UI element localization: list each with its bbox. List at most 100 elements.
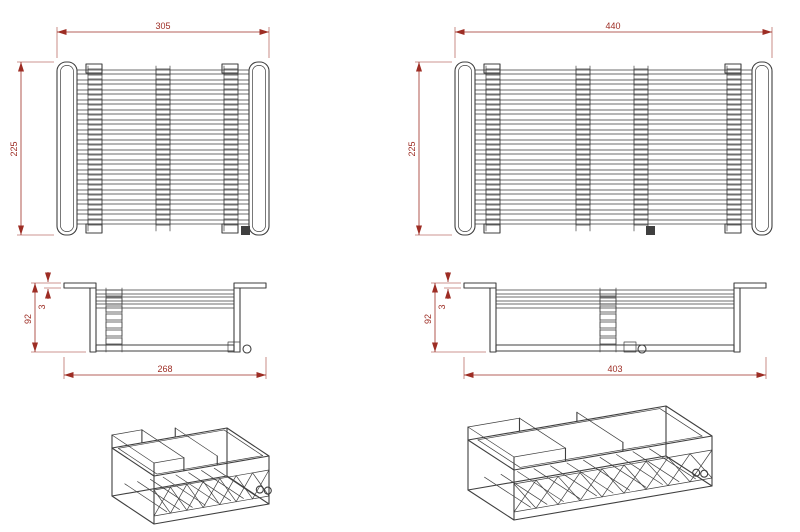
geometry — [485, 88, 501, 96]
geometry — [535, 476, 559, 509]
geometry — [474, 119, 753, 125]
geometry — [474, 139, 753, 145]
plan-view-large — [454, 61, 773, 236]
geometry — [105, 305, 123, 313]
geometry — [454, 61, 476, 236]
geometry — [667, 453, 691, 486]
geometry — [63, 282, 97, 289]
geometry — [599, 329, 617, 337]
geometry — [483, 223, 501, 234]
geometry — [726, 78, 742, 86]
geometry — [87, 218, 103, 226]
geometry — [252, 469, 270, 500]
geometry — [186, 481, 204, 511]
dim-side-large-thickness: 3 — [437, 304, 447, 309]
geometry — [485, 188, 501, 196]
geometry — [576, 411, 624, 443]
geometry — [599, 456, 647, 488]
geometry — [474, 159, 753, 165]
geometry — [575, 78, 591, 86]
geometry — [149, 478, 193, 508]
geometry — [726, 218, 742, 226]
geometry — [105, 289, 123, 297]
geometry — [85, 63, 103, 74]
geometry — [155, 78, 171, 86]
geometry — [495, 289, 735, 295]
geometry — [155, 218, 171, 226]
geometry — [155, 128, 171, 136]
geometry — [751, 61, 773, 236]
geometry — [646, 226, 655, 235]
geometry — [153, 486, 171, 517]
geometry — [645, 457, 669, 490]
geometry — [95, 344, 235, 352]
geometry — [633, 138, 649, 146]
geometry — [233, 282, 267, 289]
geometry — [485, 218, 501, 226]
geometry — [474, 149, 753, 155]
geometry — [76, 219, 250, 225]
geometry — [700, 469, 709, 478]
geometry — [724, 223, 742, 234]
geometry — [726, 98, 742, 106]
iso-view-large — [467, 405, 713, 521]
dimension-annotations: 305 225 440 225 92 3 268 92 3 403 — [9, 21, 773, 379]
geometry — [170, 483, 188, 514]
geometry — [87, 128, 103, 136]
geometry — [87, 198, 103, 206]
geometry — [633, 78, 649, 86]
geometry — [137, 481, 180, 510]
geometry — [575, 138, 591, 146]
geometry — [155, 168, 171, 176]
geometry — [155, 158, 171, 166]
geometry — [241, 226, 250, 235]
geometry — [95, 296, 235, 302]
geometry — [575, 208, 591, 216]
geometry — [485, 118, 501, 126]
geometry — [726, 188, 742, 196]
geometry — [733, 287, 741, 353]
geometry — [155, 98, 171, 106]
geometry — [252, 65, 266, 232]
geometry — [155, 208, 171, 216]
geometry — [474, 199, 753, 205]
geometry — [76, 159, 250, 165]
geometry — [632, 451, 680, 483]
geometry — [155, 108, 171, 116]
geometry — [485, 208, 501, 216]
geometry — [188, 472, 232, 502]
geometry — [726, 108, 742, 116]
geometry — [485, 178, 501, 186]
geometry — [575, 158, 591, 166]
geometry — [755, 65, 769, 232]
geometry — [105, 329, 123, 337]
geometry — [726, 168, 742, 176]
geometry — [223, 148, 239, 156]
geometry — [223, 158, 239, 166]
geometry — [76, 189, 250, 195]
geometry — [495, 344, 735, 352]
geometry — [227, 341, 241, 353]
geometry — [76, 129, 250, 135]
geometry — [155, 188, 171, 196]
geometry — [76, 69, 250, 75]
geometry — [726, 208, 742, 216]
geometry — [633, 198, 649, 206]
geometry — [726, 148, 742, 156]
geometry — [95, 289, 235, 295]
geometry — [557, 472, 581, 505]
geometry — [87, 188, 103, 196]
geometry — [633, 158, 649, 166]
geometry — [467, 455, 713, 521]
geometry — [500, 473, 548, 505]
geometry — [263, 486, 272, 495]
geometry — [223, 118, 239, 126]
dim-plan-small-height: 225 — [9, 141, 19, 156]
geometry — [485, 148, 501, 156]
geometry — [76, 199, 250, 205]
geometry — [87, 98, 103, 106]
geometry — [623, 460, 647, 494]
geometry — [87, 158, 103, 166]
dim-side-small-thickness: 3 — [37, 304, 47, 309]
